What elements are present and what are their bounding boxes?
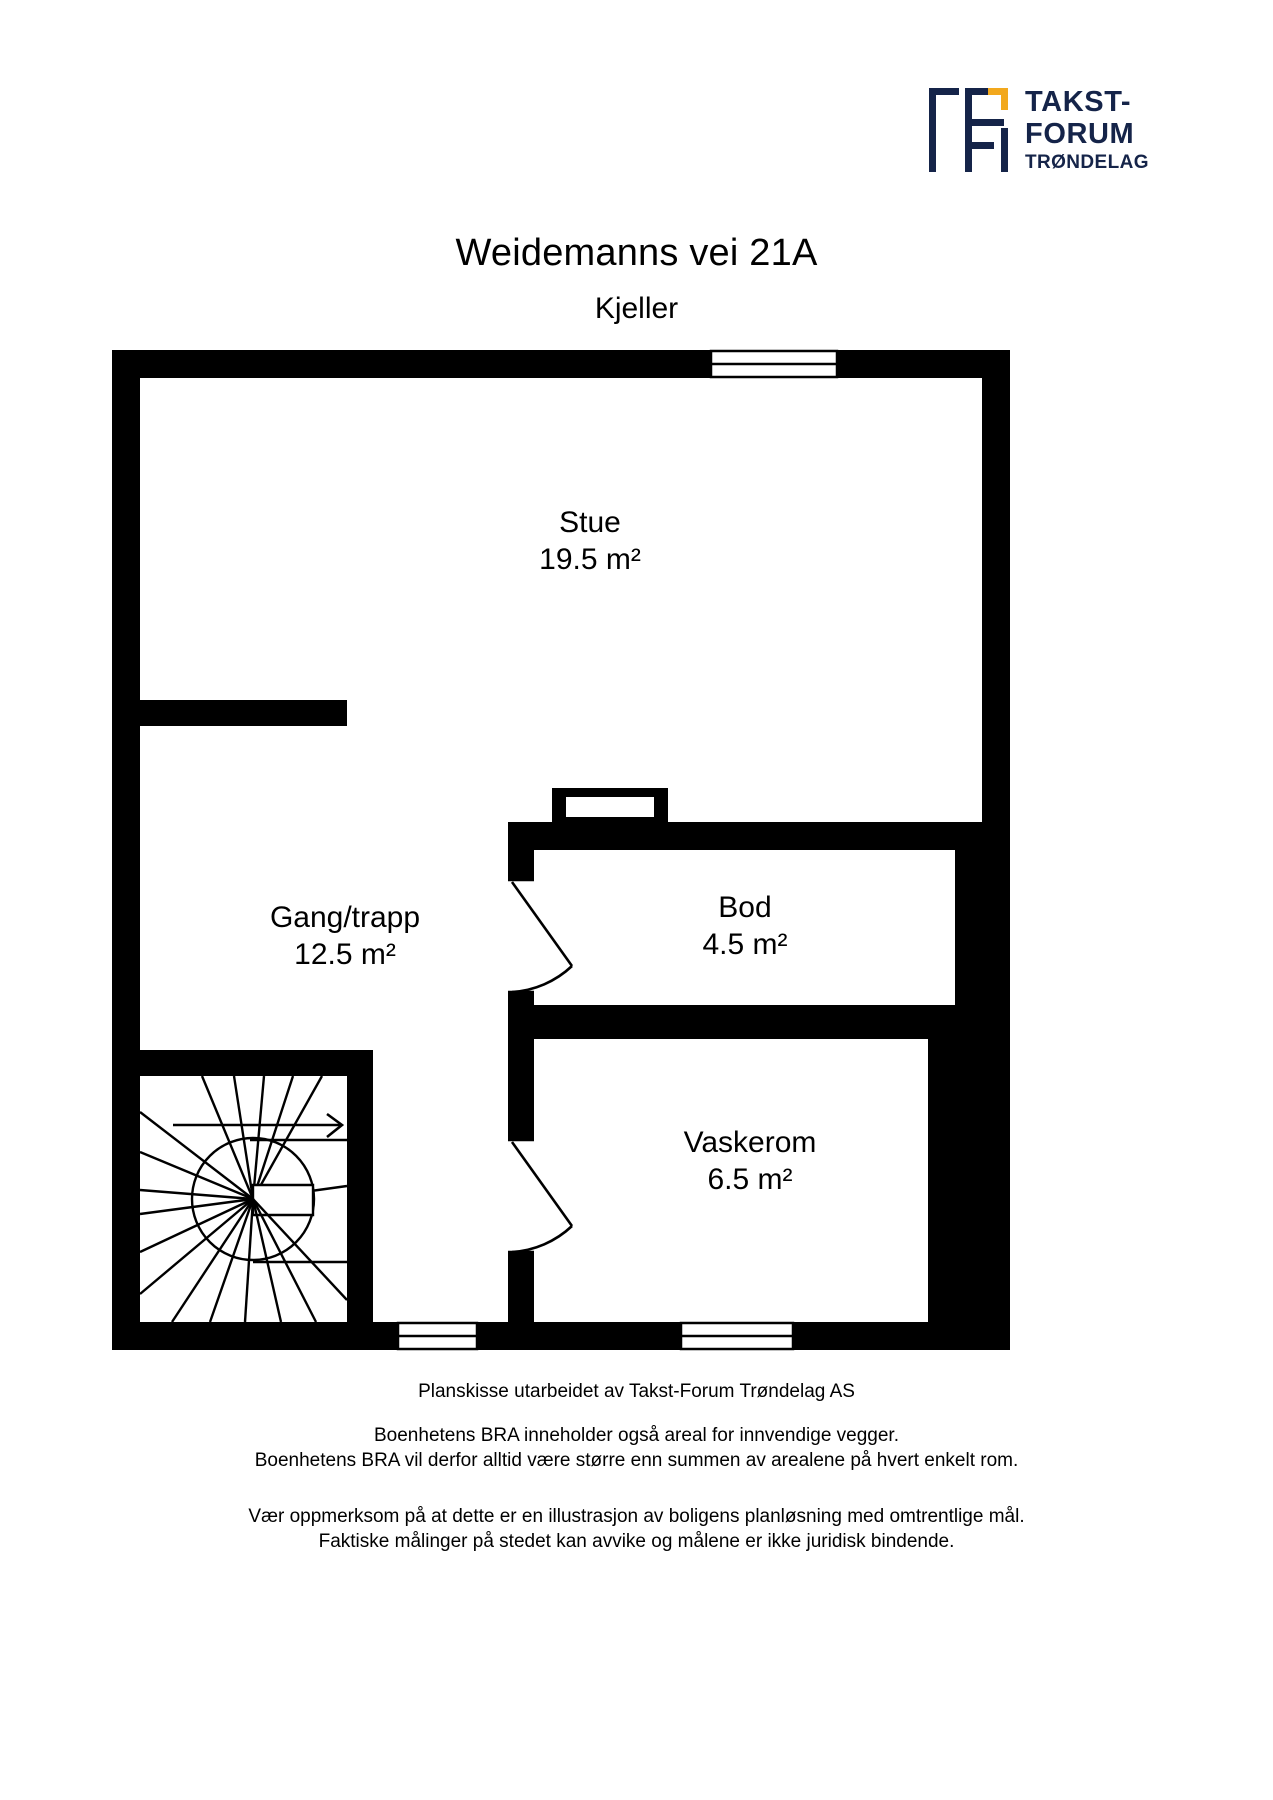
room-area-stue: 19.5 m² — [539, 542, 641, 576]
takst-forum-logo-mark — [929, 88, 1008, 172]
footer-disclaimer-line-2: Faktiske målinger på stedet kan avvike o… — [318, 1531, 955, 1553]
footer-bra-line-2: Boenhetens BRA vil derfor alltid være st… — [254, 1450, 1019, 1472]
room-area-vaskerom: 6.5 m² — [707, 1162, 793, 1196]
logo-line-1: TAKST- — [1025, 86, 1132, 118]
takst-forum-logo: TAKST- FORUM TRØNDELAG — [925, 84, 1149, 176]
footer-bra-line-1: Boenhetens BRA inneholder også areal for… — [374, 1425, 899, 1446]
winder-staircase — [139, 1075, 348, 1323]
room-fill-bod — [534, 850, 955, 1005]
room-fill-vaskerom — [534, 1039, 928, 1322]
window-bottom-left — [396, 1321, 479, 1351]
footer-disclaimer: Vær oppmerksom på at dette er en illustr… — [0, 1504, 1273, 1555]
logo-line-2: FORUM — [1025, 118, 1135, 150]
footer-disclaimer-line-1: Vær oppmerksom på at dette er en illustr… — [248, 1506, 1025, 1527]
logo-wordmark: TAKST- FORUM TRØNDELAG — [1025, 86, 1149, 173]
room-label-stue: Stue 19.5 m² — [450, 505, 730, 578]
room-label-bod: Bod 4.5 m² — [625, 890, 865, 963]
room-area-gangtrapp: 12.5 m² — [294, 937, 396, 971]
room-label-vaskerom: Vaskerom 6.5 m² — [615, 1125, 885, 1198]
room-name-stue: Stue — [559, 506, 621, 539]
page-title: Weidemanns vei 21A — [455, 232, 818, 274]
room-area-bod: 4.5 m² — [702, 927, 788, 961]
page-subtitle: Kjeller — [594, 292, 679, 325]
room-name-gangtrapp: Gang/trapp — [269, 901, 421, 934]
window-top-right — [709, 349, 839, 379]
room-name-bod: Bod — [718, 891, 772, 924]
room-name-vaskerom: Vaskerom — [683, 1126, 817, 1159]
doors — [508, 878, 574, 1254]
windows — [396, 349, 839, 1351]
stair-direction-arrow — [173, 1112, 345, 1139]
footer-bra-note: Boenhetens BRA inneholder også areal for… — [0, 1423, 1273, 1474]
footer-credit: Planskisse utarbeidet av Takst-Forum Trø… — [418, 1381, 855, 1402]
window-bottom-center — [679, 1321, 795, 1351]
logo-line-3: TRØNDELAG — [1025, 152, 1149, 173]
room-label-gangtrapp: Gang/trapp 12.5 m² — [195, 900, 495, 973]
